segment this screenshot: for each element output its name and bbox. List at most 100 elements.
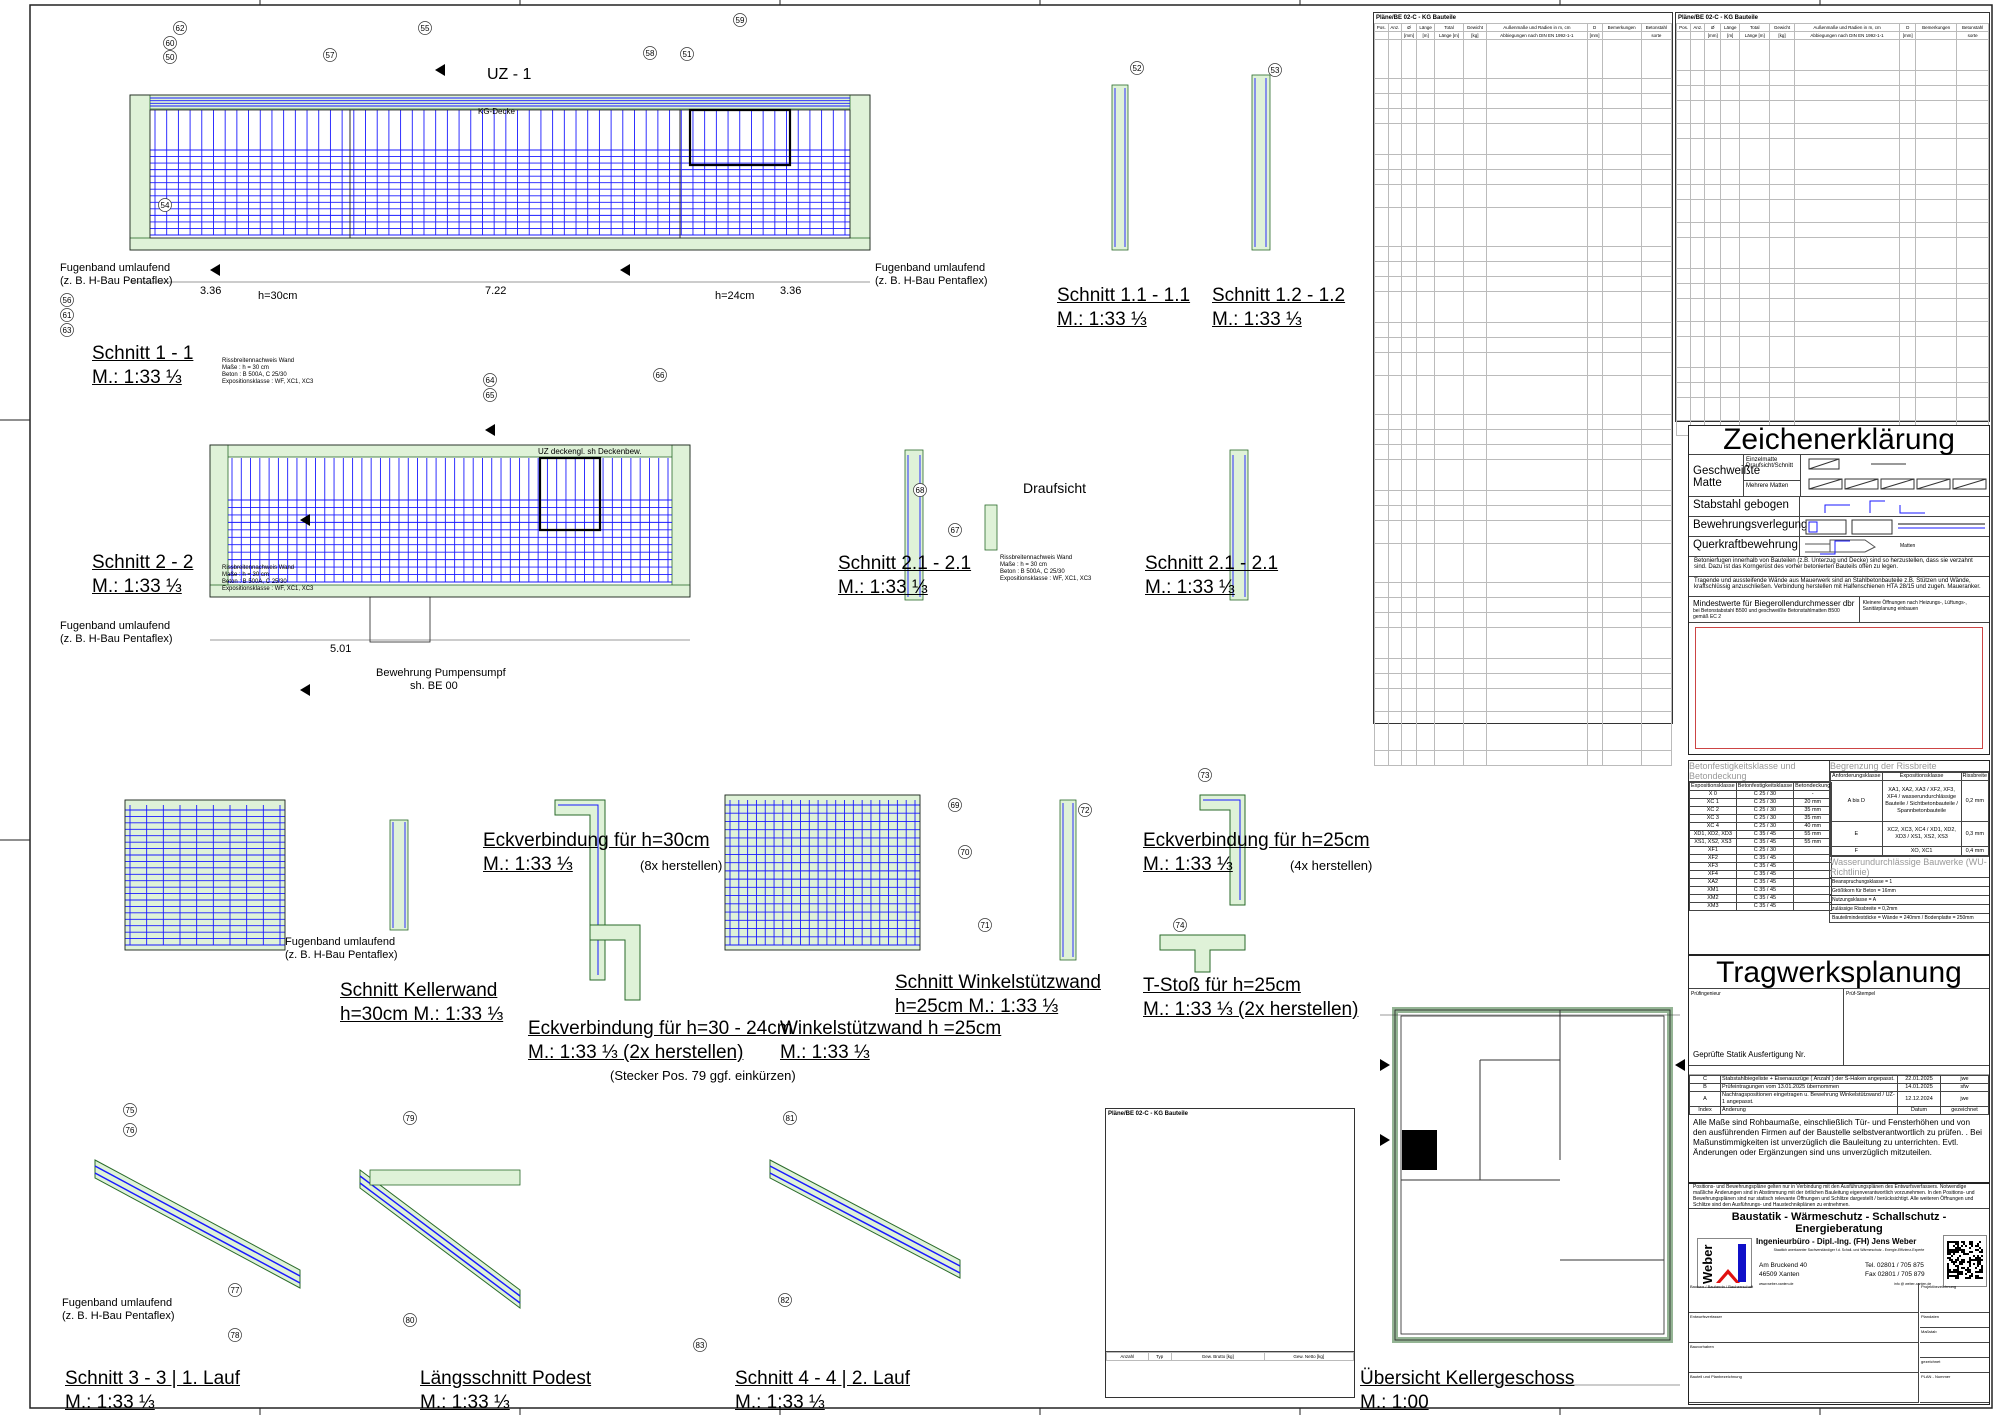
stair-flight — [769, 1159, 961, 1279]
web-link[interactable]: www.weber-xanten.de — [1759, 1282, 1794, 1286]
schedule-row — [1374, 123, 1673, 155]
position-marker — [1198, 768, 1212, 782]
section-title: Schnitt Kellerwand — [340, 980, 498, 1001]
schedule-unit: [mm] — [1704, 31, 1722, 40]
exposure-cell: C 25 / 30 — [1735, 790, 1795, 799]
exposure-cell: C 25 / 30 — [1735, 822, 1795, 831]
bending-diameter-table — [1695, 627, 1983, 749]
weber-logo: Weber — [1697, 1238, 1752, 1288]
position-number: 55 — [421, 24, 430, 33]
floor-plan-inner — [1400, 1015, 1665, 1335]
section-note: (Stecker Pos. 79 ggf. einkürzen) — [610, 1068, 796, 1083]
schedule-unit: [mm] — [1586, 31, 1603, 40]
schedule-row — [1374, 93, 1673, 109]
position-marker — [733, 13, 747, 27]
position-marker — [483, 373, 497, 387]
schedule-row — [1374, 627, 1673, 659]
section-scale: M.: 1:33 ⅓ — [735, 1392, 825, 1413]
position-marker — [60, 308, 74, 322]
schedule-header: Außenmaße und Radien in m, cm — [1793, 23, 1901, 32]
rebar-line — [359, 1175, 521, 1297]
position-marker — [228, 1283, 242, 1297]
dim-label: h=24cm — [715, 290, 755, 302]
position-marker — [323, 48, 337, 62]
title-field: Bauvorhaben — [1689, 1343, 1919, 1373]
position-number: 53 — [1271, 66, 1280, 75]
fugenband-label: (z. B. H-Bau Pentaflex) — [60, 633, 173, 645]
exposure-cell: 35 mm — [1793, 814, 1833, 823]
section-scale: M.: 1:33 ⅓ — [92, 367, 182, 388]
concrete-section — [849, 94, 871, 251]
section-scale: M.: 1:33 ⅓ (2x herstellen) — [528, 1042, 744, 1063]
wall-panel — [349, 109, 681, 239]
position-number: 76 — [126, 1126, 135, 1135]
schedule-header: Betonstahl — [1956, 23, 1989, 32]
exposure-cell: XC 2 — [1689, 806, 1737, 815]
position-number: 68 — [916, 486, 925, 495]
wu-item: Größtkorn für Beton = 16mm — [1830, 887, 1989, 896]
pruefingenieur-label: Prüfingenieur — [1691, 991, 1721, 997]
schedule-header: Total — [1739, 23, 1771, 32]
exposure-cell: X 0 — [1689, 790, 1737, 799]
rebar-line — [558, 804, 599, 975]
exposure-cell: 55 mm — [1793, 838, 1833, 847]
section-scale: M.: 1:33 ⅓ — [1143, 854, 1233, 875]
opening — [538, 456, 602, 532]
schedule-row — [1675, 382, 1989, 398]
section-title: Eckverbindung für h=30cm — [483, 830, 710, 851]
schedule-header: Außenmaße und Radien in m, cm — [1486, 23, 1588, 32]
section-note: (4x herstellen) — [1290, 858, 1373, 873]
position-number: 74 — [1176, 921, 1185, 930]
title-block: Tragwerksplanung Prüfingenieur Geprüfte … — [1688, 955, 1990, 1183]
position-marker — [778, 1293, 792, 1307]
bent-bar-icon — [1824, 500, 1925, 514]
exposure-cell: 20 mm — [1793, 798, 1833, 807]
section-cut-arrow — [300, 684, 310, 696]
exposure-header: Betondeckung — [1793, 782, 1833, 791]
schedule-header: Gewicht — [1462, 23, 1488, 32]
dim-label: 3.36 — [200, 285, 222, 297]
schedule-row — [1374, 322, 1673, 338]
position-number: 82 — [781, 1296, 790, 1305]
exposure-cell: XM2 — [1689, 894, 1737, 903]
exposure-cell — [1793, 854, 1833, 863]
exposure-cell — [1793, 846, 1833, 855]
schedule-row — [1374, 444, 1673, 460]
section-cut-arrow — [210, 264, 220, 276]
section-title: Übersicht Kellergeschoss — [1360, 1368, 1575, 1389]
exposure-cell: XF2 — [1689, 854, 1737, 863]
position-number: 79 — [406, 1114, 415, 1123]
schedule-header: Ø — [1704, 23, 1722, 32]
fugenband-label: (z. B. H-Bau Pentaflex) — [62, 1310, 175, 1322]
schedule-title: Pläne/BE 02-C - KG Bauteile — [1108, 1111, 1189, 1117]
section-kellerwand — [124, 799, 286, 951]
schedule-header: Betonstahl — [1640, 23, 1673, 32]
position-number: 54 — [161, 201, 170, 210]
schedule-row — [1675, 367, 1989, 383]
position-number: 75 — [126, 1106, 135, 1115]
email-link[interactable]: info @ weber-xanten.de — [1894, 1282, 1932, 1286]
biege-title: Mindestwerte für Biegerollendurchmesser … — [1693, 599, 1855, 608]
riss-header: Expositionsklasse — [1881, 772, 1962, 781]
position-number: 72 — [1081, 806, 1090, 815]
concrete-section — [129, 237, 871, 251]
schedule-row — [1374, 612, 1673, 628]
position-number: 77 — [231, 1286, 240, 1295]
schedule-row — [1675, 237, 1989, 269]
schedule-unit: [mm] — [1899, 31, 1916, 40]
section-title: Schnitt 2.1 - 2.1 — [838, 553, 972, 574]
rebar-line — [94, 1172, 301, 1284]
position-marker — [1078, 803, 1092, 817]
legend-stabstahl: Stabstahl gebogen — [1689, 497, 1800, 516]
riss-title: Begrenzung der Rissbreite — [1830, 761, 1989, 772]
schedule-row — [1374, 184, 1673, 208]
schedule-unit: Länge [m] — [1739, 31, 1771, 40]
wall-section — [1059, 799, 1077, 961]
schedule-unit — [1690, 31, 1706, 40]
